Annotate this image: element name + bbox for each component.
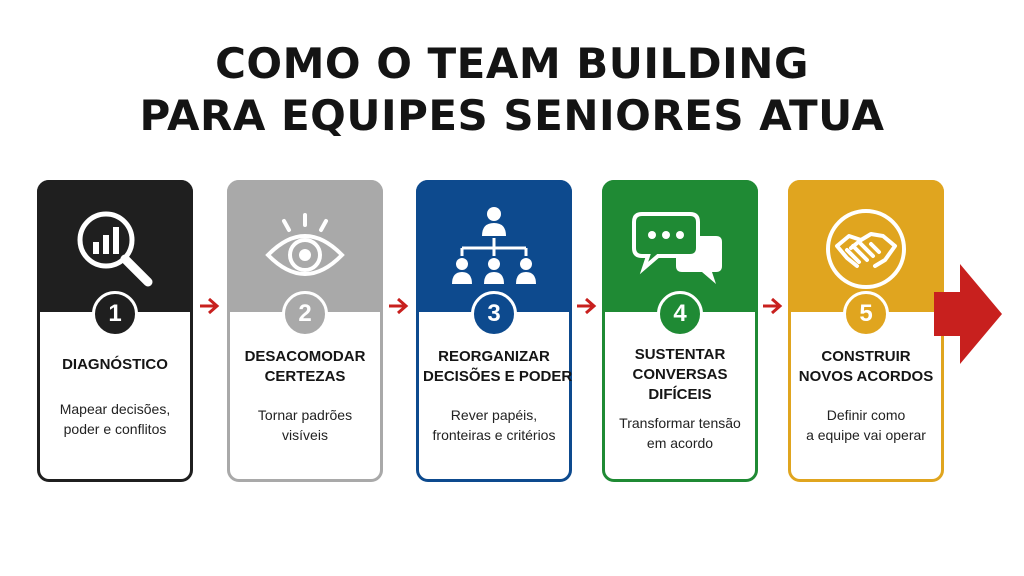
step-card-1: 1 DIAGNÓSTICO Mapear decisões, poder e c… [37,180,193,482]
step-number-5: 5 [843,291,889,337]
step-number-4: 4 [657,291,703,337]
step-5-header [788,180,944,312]
title-line-1: COMO O TEAM BUILDING [215,39,809,88]
arrow-right-icon [389,297,409,315]
step-number-2: 2 [282,291,328,337]
step-heading-3: REORGANIZAR DECISÕES E PODER [423,348,573,385]
step-description-2: Tornar padrões visíveis [257,407,353,443]
step-card-2: 2 DESACOMODAR CERTEZAS Tornar padrões vi… [227,180,383,482]
step-description-5: Definir como a equipe vai operar [806,407,926,443]
step-2-header [227,180,383,312]
eye-icon [230,199,380,299]
step-description-1: Mapear decisões, poder e conflitos [59,401,171,437]
step-card-3: 3 REORGANIZAR DECISÕES E PODER Rever pap… [416,180,572,482]
step-number-1: 1 [92,291,138,337]
step-heading-2: DESACOMODAR CERTEZAS [244,348,366,385]
org-chart-icon [419,199,569,299]
step-heading-1: DIAGNÓSTICO [62,356,168,373]
page-title: COMO O TEAM BUILDING PARA EQUIPES SENIOR… [0,38,1024,142]
step-heading-4: SUSTENTAR CONVERSAS DIFÍCEIS [632,346,728,403]
handshake-icon [791,199,941,299]
step-card-4: 4 SUSTENTAR CONVERSAS DIFÍCEIS Transform… [602,180,758,482]
big-arrow-right-icon [934,264,1002,364]
arrow-right-icon [577,297,597,315]
magnifier-chart-icon [40,199,190,299]
step-card-5: 5 CONSTRUIR NOVOS ACORDOS Definir como a… [788,180,944,482]
step-number-3: 3 [471,291,517,337]
arrow-right-icon [763,297,783,315]
arrow-right-icon [200,297,220,315]
step-heading-5: CONSTRUIR NOVOS ACORDOS [798,348,934,385]
chat-bubbles-icon [605,199,755,299]
step-description-4: Transformar tensão em acordo [619,415,741,451]
step-description-3: Rever papéis, fronteiras e critérios [432,407,556,443]
title-line-2: PARA EQUIPES SENIORES ATUA [139,91,885,140]
